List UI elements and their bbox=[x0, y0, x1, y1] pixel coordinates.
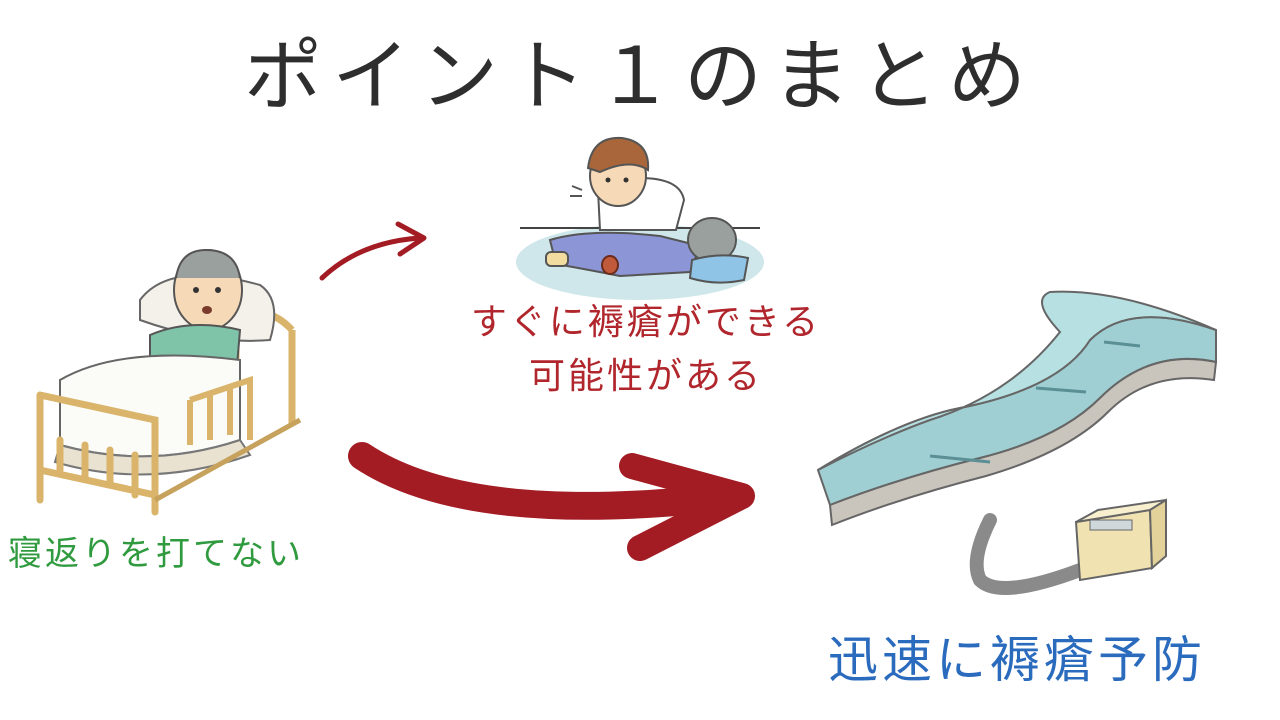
prevention-label: 迅速に褥瘡予防 bbox=[828, 631, 1206, 689]
elderly-in-bed-illustration bbox=[36, 248, 302, 516]
pressure-sore-risk-label: すぐに褥瘡ができる 可能性がある bbox=[470, 296, 822, 404]
risk-line-1: すぐに褥瘡ができる bbox=[470, 302, 822, 343]
small-arrow-icon bbox=[319, 221, 427, 281]
page-title: ポイント１のまとめ bbox=[243, 32, 1036, 122]
caregiver-illustration bbox=[516, 136, 764, 300]
no-turning-label: 寝返りを打てない bbox=[8, 534, 304, 574]
air-mattress-illustration bbox=[816, 290, 1218, 595]
large-arrow-icon bbox=[348, 442, 755, 561]
risk-line-2: 可能性がある bbox=[528, 356, 763, 397]
